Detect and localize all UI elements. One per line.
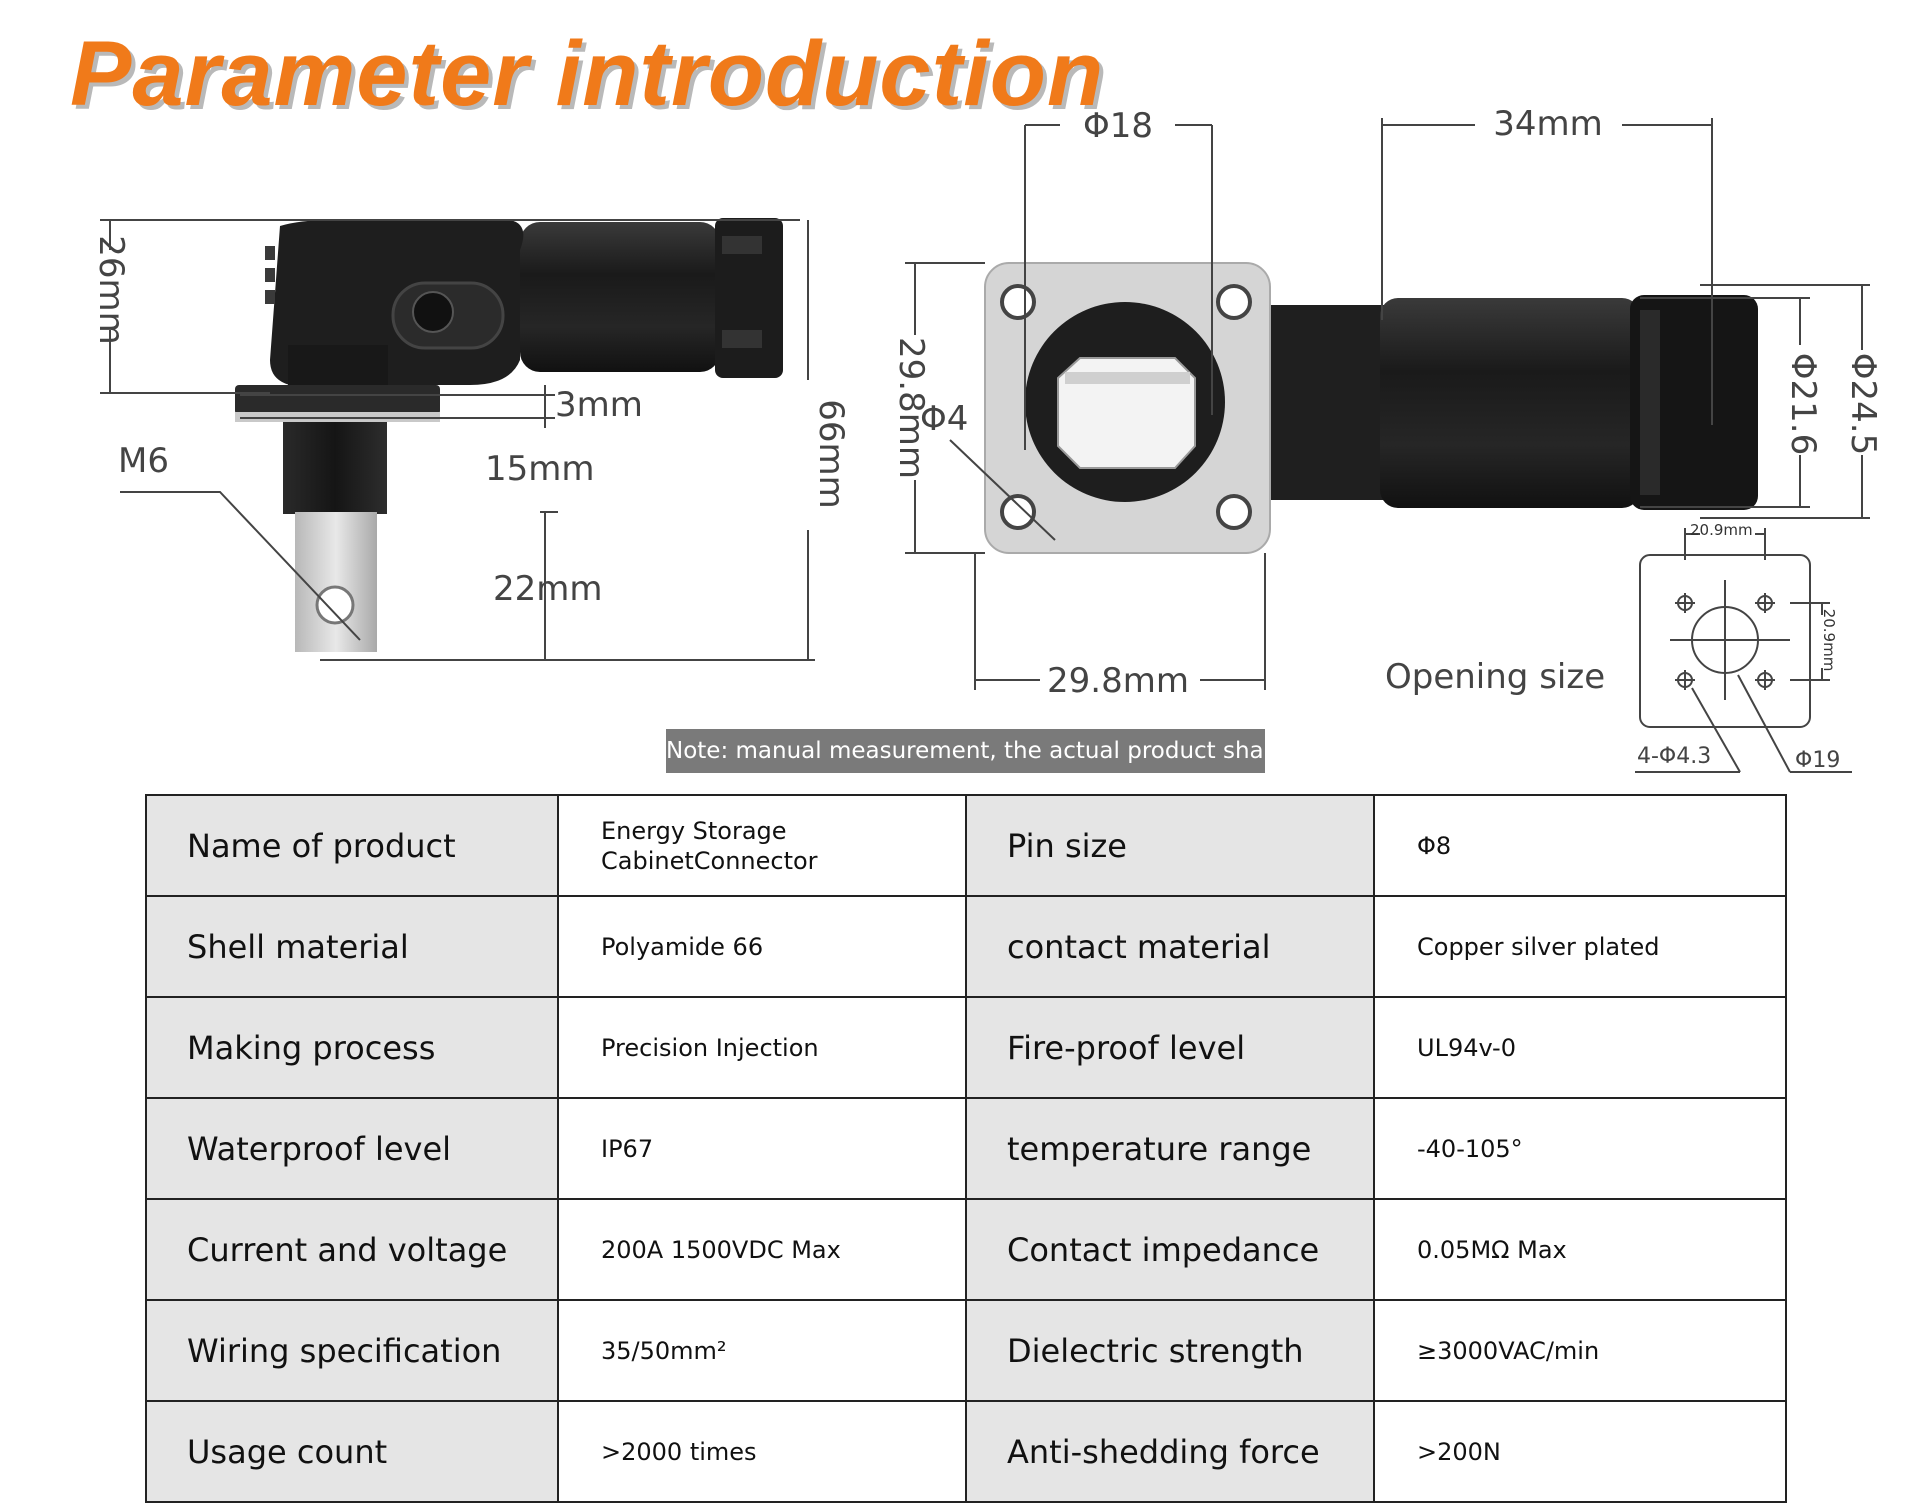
opening-holes: 4-Φ4.3 xyxy=(1637,744,1711,769)
spec-label: Making process xyxy=(145,996,559,1099)
side-view-connector xyxy=(235,218,783,652)
dim-pin-length: 22mm xyxy=(493,569,603,609)
spec-label: Pin size xyxy=(965,794,1375,897)
side-view-dimension-lines xyxy=(100,219,815,661)
spec-label: Shell material xyxy=(145,895,559,998)
page-title: Parameter introduction xyxy=(70,23,1105,125)
spec-value: Φ8 xyxy=(1373,794,1787,897)
spec-label: Anti-shedding force xyxy=(965,1400,1375,1503)
opening-width: 20.9mm xyxy=(1690,521,1753,539)
spec-label: Dielectric strength xyxy=(965,1299,1375,1402)
dim-hole: Φ4 xyxy=(920,399,968,439)
measurement-note: Note: manual measurement, the actual pro… xyxy=(666,729,1265,773)
spec-value: 35/50mm² xyxy=(557,1299,967,1402)
spec-label: Fire-proof level xyxy=(965,996,1375,1099)
spec-value: IP67 xyxy=(557,1097,967,1200)
front-view-dimension-lines xyxy=(905,118,1870,690)
opening-size-drawing xyxy=(1635,528,1852,773)
spec-value: UL94v-0 xyxy=(1373,996,1787,1099)
dim-dia-inner: Φ21.6 xyxy=(1783,353,1823,455)
spec-label: Usage count xyxy=(145,1400,559,1503)
spec-value: Energy Storage CabinetConnector xyxy=(557,794,967,897)
spec-label: Wiring specification xyxy=(145,1299,559,1402)
spec-value: Precision Injection xyxy=(557,996,967,1099)
spec-value: 0.05MΩ Max xyxy=(1373,1198,1787,1301)
front-view-connector xyxy=(984,262,1758,554)
spec-value: Copper silver plated xyxy=(1373,895,1787,998)
spec-value: ≥3000VAC/min xyxy=(1373,1299,1787,1402)
technical-drawing: 26mm 3mm M6 15mm 22mm 66mm xyxy=(91,104,1883,773)
spec-value: Polyamide 66 xyxy=(557,895,967,998)
dim-flange-height: 29.8mm xyxy=(891,337,931,479)
dim-inner-dia: Φ18 xyxy=(1083,106,1153,146)
opening-height: 20.9mm xyxy=(1820,609,1838,672)
dim-offset: 15mm xyxy=(485,449,595,489)
dim-total-height: 66mm xyxy=(811,399,851,509)
spec-value: >200N xyxy=(1373,1400,1787,1503)
dim-dia-outer: Φ24.5 xyxy=(1843,353,1883,455)
dim-body-length: 34mm xyxy=(1493,104,1603,144)
dim-flange-thickness: 3mm xyxy=(555,385,643,425)
spec-label: Current and voltage xyxy=(145,1198,559,1301)
spec-value: >2000 times xyxy=(557,1400,967,1503)
dim-flange-width: 29.8mm xyxy=(1047,661,1189,701)
dim-height-top: 26mm xyxy=(91,235,131,345)
spec-label: contact material xyxy=(965,895,1375,998)
dim-bolt: M6 xyxy=(118,441,169,481)
opening-center: Φ19 xyxy=(1795,748,1840,773)
spec-value: -40-105° xyxy=(1373,1097,1787,1200)
spec-label: Name of product xyxy=(145,794,559,897)
spec-value: 200A 1500VDC Max xyxy=(557,1198,967,1301)
spec-label: Contact impedance xyxy=(965,1198,1375,1301)
opening-size-label: Opening size xyxy=(1385,657,1605,697)
spec-label: temperature range xyxy=(965,1097,1375,1200)
spec-label: Waterproof level xyxy=(145,1097,559,1200)
